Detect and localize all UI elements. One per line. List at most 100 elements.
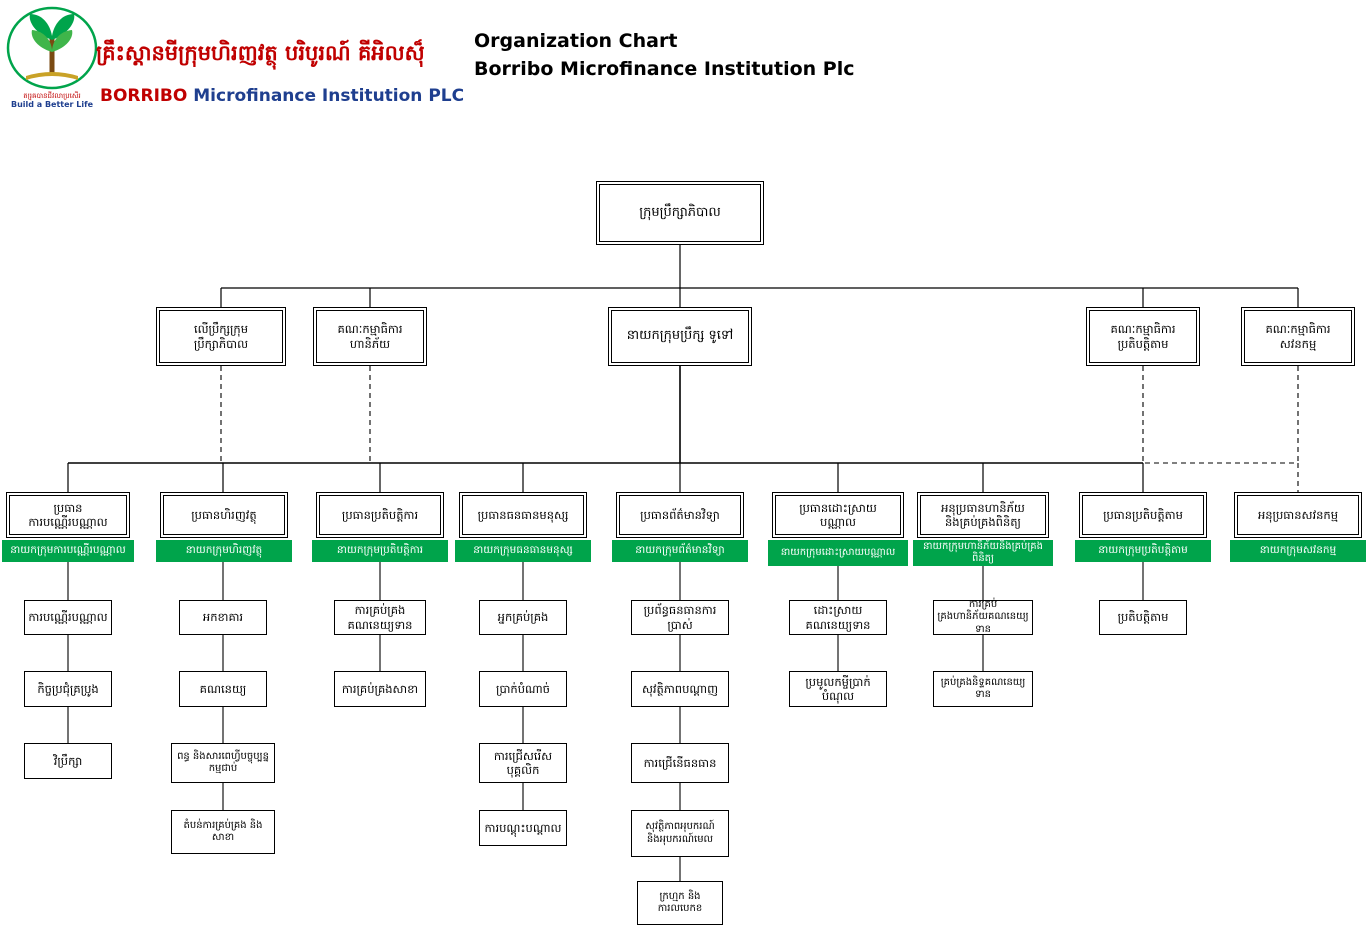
node-head-risk[interactable]: អនុប្រធានហានិភ័យ និងគ្រប់គ្រងពិនិត្យ bbox=[917, 492, 1049, 538]
node-it-child-3[interactable]: ការជ្រើនើធនធាន bbox=[631, 743, 729, 783]
node-head-finance[interactable]: ប្រធានហិរញវត្ថុ bbox=[160, 492, 288, 538]
node-hr-child-4[interactable]: ការបណ្តុះបណ្តាល bbox=[479, 810, 567, 846]
node-label-line2: ប្រតិបត្តិតាម bbox=[1117, 336, 1169, 351]
node-label-line2: និងគ្រប់គ្រងពិនិត្យ bbox=[945, 515, 1021, 529]
node-label: អកខាគារ bbox=[202, 610, 244, 625]
node-label-line1: អនុប្រធានហានិភ័យ bbox=[941, 500, 1025, 515]
node-label-line1: គណៈកម្មាធិការ bbox=[1110, 322, 1176, 337]
node-label: ពន្ធ និងសារពេហ្វីបច្ចុប្បន្នកម្មជាប់ bbox=[177, 750, 269, 775]
node-it-child-5[interactable]: ក្រហ្មក និងការលបេកខ bbox=[637, 881, 723, 925]
node-label-line1: លើប្រឹក្សក្រុម bbox=[193, 322, 249, 337]
node-deputy-internal-audit[interactable]: នាយកក្រុមសវនកម្ម bbox=[1230, 540, 1366, 562]
node-deputy-compliance[interactable]: នាយកក្រុមប្រតិបត្តិតាម bbox=[1075, 540, 1211, 562]
node-label-line2: ប្រឹក្សាភិបាល bbox=[193, 336, 249, 351]
page-title-line2: Borribo Microfinance Institution Plc bbox=[474, 57, 855, 80]
node-compliance-committee[interactable]: គណៈកម្មាធិការ ប្រតិបត្តិតាម bbox=[1086, 307, 1200, 366]
node-label: អនុប្រធានសវនកម្ម bbox=[1257, 507, 1339, 522]
node-head-internal-audit[interactable]: អនុប្រធានសវនកម្ម bbox=[1234, 492, 1362, 538]
node-label: នាយកក្រុមធនធានមនុស្ស bbox=[473, 544, 573, 557]
node-deputy-operations[interactable]: នាយកក្រុមប្រតិបត្តិការ bbox=[312, 540, 448, 562]
node-head-treasury[interactable]: ប្រធានដោះស្រាយ បណ្ណាល bbox=[772, 492, 904, 538]
node-label-line1: ប្រធាន bbox=[53, 500, 83, 515]
node-label: សុវត្ថិភាពអុបករណ៍និងអុបករណ៍មេល bbox=[645, 821, 715, 845]
node-label: សុវត្ថិភាពបណ្តាញ bbox=[641, 681, 719, 696]
node-head-hr[interactable]: ប្រធានធនធានមនុស្ស bbox=[459, 492, 587, 538]
node-label: ប្រមូលកម្ចីប្រាក់បំណុល bbox=[805, 674, 871, 703]
node-audit-committee[interactable]: គណៈកម្មាធិការ សវនកម្ម bbox=[1241, 307, 1355, 366]
node-label: ការគ្រប់គ្រងសាខា bbox=[341, 681, 419, 696]
svg-text:Build a Better Life: Build a Better Life bbox=[11, 100, 94, 109]
node-operations-child-1[interactable]: ការគ្រប់គ្រងគណនេយ្យទាន bbox=[334, 600, 426, 635]
node-operations-child-2[interactable]: ការគ្រប់គ្រងសាខា bbox=[334, 671, 426, 707]
brand-name-khmer: គ្រឹះស្តានមីក្រុមហិរញវត្ថុ បរិបូរណ៍ គីអិ… bbox=[96, 41, 425, 65]
brand-bold: BORRIBO bbox=[100, 86, 188, 106]
node-label: នាយកក្រុមហានិភ័យនិងគ្រប់គ្រងពិនិត្យ bbox=[922, 540, 1044, 565]
node-label: នាយកក្រុមប្រតិបត្តិតាម bbox=[1098, 544, 1188, 557]
node-credit-child-1[interactable]: ការបណ្ណើរបណ្ណាល bbox=[24, 600, 112, 635]
node-label: គ្រប់គ្រងនិទ្ទគណនេយ្យទាន bbox=[940, 676, 1026, 701]
node-credit-child-2[interactable]: កិច្ចប្រជុំគ្រប្រូង bbox=[24, 671, 112, 707]
node-compliance-child-1[interactable]: ប្រតិបត្តិតាម bbox=[1099, 600, 1187, 635]
node-label-line2: ហានិភ័យ bbox=[349, 336, 391, 351]
node-label-line2: ការបណ្ណើរបណ្ណាល bbox=[28, 515, 108, 529]
node-credit-child-3[interactable]: វិប្រឹក្សា bbox=[24, 743, 112, 779]
node-label: ប្រធានប្រតិបត្តិការ bbox=[341, 507, 419, 522]
node-deputy-finance[interactable]: នាយកក្រុមហិរញវត្ថុ bbox=[156, 540, 292, 562]
node-head-it[interactable]: ប្រធានព័ត៌មានវិទ្យា bbox=[616, 492, 744, 538]
node-label: ក្រុមប្រឹក្សាភិបាល bbox=[639, 204, 721, 220]
node-deputy-risk[interactable]: នាយកក្រុមហានិភ័យនិងគ្រប់គ្រងពិនិត្យ bbox=[913, 540, 1053, 566]
node-label: នាយកក្រុមព័ត៌មានវិទ្យា bbox=[635, 544, 725, 557]
node-label: វិប្រឹក្សា bbox=[53, 753, 83, 768]
node-finance-child-2[interactable]: គណនេយ្យ bbox=[179, 671, 267, 707]
node-label: នាយកក្រុមការបណ្ណើរបណ្ណាល bbox=[10, 544, 126, 557]
node-label: នាយកក្រុមដោះស្រាយបណ្ណាល bbox=[780, 546, 896, 558]
node-deputy-credit[interactable]: នាយកក្រុមការបណ្ណើរបណ្ណាល bbox=[2, 540, 134, 562]
node-finance-child-4[interactable]: តំបន់ការគ្រប់គ្រង និងសាខា bbox=[171, 810, 275, 854]
node-label: ប្រាក់បំណាច់ bbox=[496, 681, 550, 696]
node-hr-child-1[interactable]: អ្នកគ្រប់គ្រង bbox=[479, 600, 567, 635]
node-label: ការជ្រើនើធនធាន bbox=[643, 755, 717, 770]
node-label-line1: ប្រធានដោះស្រាយ bbox=[799, 500, 877, 515]
node-secretariat[interactable]: លើប្រឹក្សក្រុម ប្រឹក្សាភិបាល bbox=[156, 307, 286, 366]
node-head-credit[interactable]: ប្រធាន ការបណ្ណើរបណ្ណាល bbox=[6, 492, 130, 538]
node-label: ការបណ្ណើរបណ្ណាល bbox=[28, 610, 108, 625]
node-risk-child-1[interactable]: ការគ្រប់គ្រងហានិភ័យគណនេយ្យទាន bbox=[933, 599, 1033, 635]
node-finance-child-1[interactable]: អកខាគារ bbox=[179, 600, 267, 635]
page-title-line1: Organization Chart bbox=[474, 30, 678, 52]
node-deputy-hr[interactable]: នាយកក្រុមធនធានមនុស្ស bbox=[455, 540, 591, 562]
node-label: ការបណ្តុះបណ្តាល bbox=[484, 820, 562, 835]
logo-graphic: តរ្រុឝបានជីវលាប្រសើរ Build a Better Life bbox=[6, 6, 98, 109]
node-label: ដោះស្រាយគណនេយ្យទាន bbox=[805, 603, 871, 632]
node-label: ប្រធានព័ត៌មានវិទ្យា bbox=[640, 507, 720, 522]
node-risk-child-2[interactable]: គ្រប់គ្រងនិទ្ទគណនេយ្យទាន bbox=[933, 671, 1033, 707]
node-head-operations[interactable]: ប្រធានប្រតិបត្តិការ bbox=[316, 492, 444, 538]
node-it-child-2[interactable]: សុវត្ថិភាពបណ្តាញ bbox=[631, 671, 729, 707]
brand-rest: Microfinance Institution PLC bbox=[193, 86, 465, 106]
node-treasury-child-2[interactable]: ប្រមូលកម្ចីប្រាក់បំណុល bbox=[789, 671, 887, 707]
node-label: នាយកក្រុមប្រឹក្ស ទូទៅ bbox=[626, 328, 734, 344]
node-ceo[interactable]: នាយកក្រុមប្រឹក្ស ទូទៅ bbox=[608, 307, 752, 366]
company-logo: តរ្រុឝបានជីវលាប្រសើរ Build a Better Life bbox=[6, 6, 98, 112]
node-board-of-directors[interactable]: ក្រុមប្រឹក្សាភិបាល bbox=[596, 181, 764, 245]
node-hr-child-3[interactable]: ការជ្រើសរើសបុគ្គលិក bbox=[479, 743, 567, 783]
node-head-compliance[interactable]: ប្រធានប្រតិបត្តិតាម bbox=[1079, 492, 1207, 538]
node-label-line2: សវនកម្ម bbox=[1279, 336, 1317, 351]
node-label-line1: គណៈកម្មាធិការ bbox=[1265, 322, 1331, 337]
node-label-line1: គណៈកម្មាធិការ bbox=[337, 322, 403, 337]
node-finance-child-3[interactable]: ពន្ធ និងសារពេហ្វីបច្ចុប្បន្នកម្មជាប់ bbox=[171, 743, 275, 783]
brand-name-english: BORRIBO Microfinance Institution PLC bbox=[100, 86, 464, 106]
node-deputy-it[interactable]: នាយកក្រុមព័ត៌មានវិទ្យា bbox=[612, 540, 748, 562]
node-label: ប្រធានប្រតិបត្តិតាម bbox=[1103, 507, 1183, 522]
node-it-child-4[interactable]: សុវត្ថិភាពអុបករណ៍និងអុបករណ៍មេល bbox=[631, 810, 729, 857]
node-treasury-child-1[interactable]: ដោះស្រាយគណនេយ្យទាន bbox=[789, 600, 887, 635]
page-title: Organization Chart Borribo Microfinance … bbox=[474, 28, 894, 83]
node-label: អ្នកគ្រប់គ្រង bbox=[497, 610, 549, 625]
node-risk-committee[interactable]: គណៈកម្មាធិការ ហានិភ័យ bbox=[313, 307, 427, 366]
node-it-child-1[interactable]: ប្រព័ន្ធធនធានការប្រាស់ bbox=[631, 600, 729, 635]
node-hr-child-2[interactable]: ប្រាក់បំណាច់ bbox=[479, 671, 567, 707]
node-label: ប្រព័ន្ធធនធានការប្រាស់ bbox=[643, 603, 717, 632]
node-label: ប្រធានហិរញវត្ថុ bbox=[191, 507, 257, 522]
node-deputy-treasury[interactable]: នាយកក្រុមដោះស្រាយបណ្ណាល bbox=[768, 540, 908, 566]
node-label: ក្រហ្មក និងការលបេកខ bbox=[657, 890, 703, 915]
